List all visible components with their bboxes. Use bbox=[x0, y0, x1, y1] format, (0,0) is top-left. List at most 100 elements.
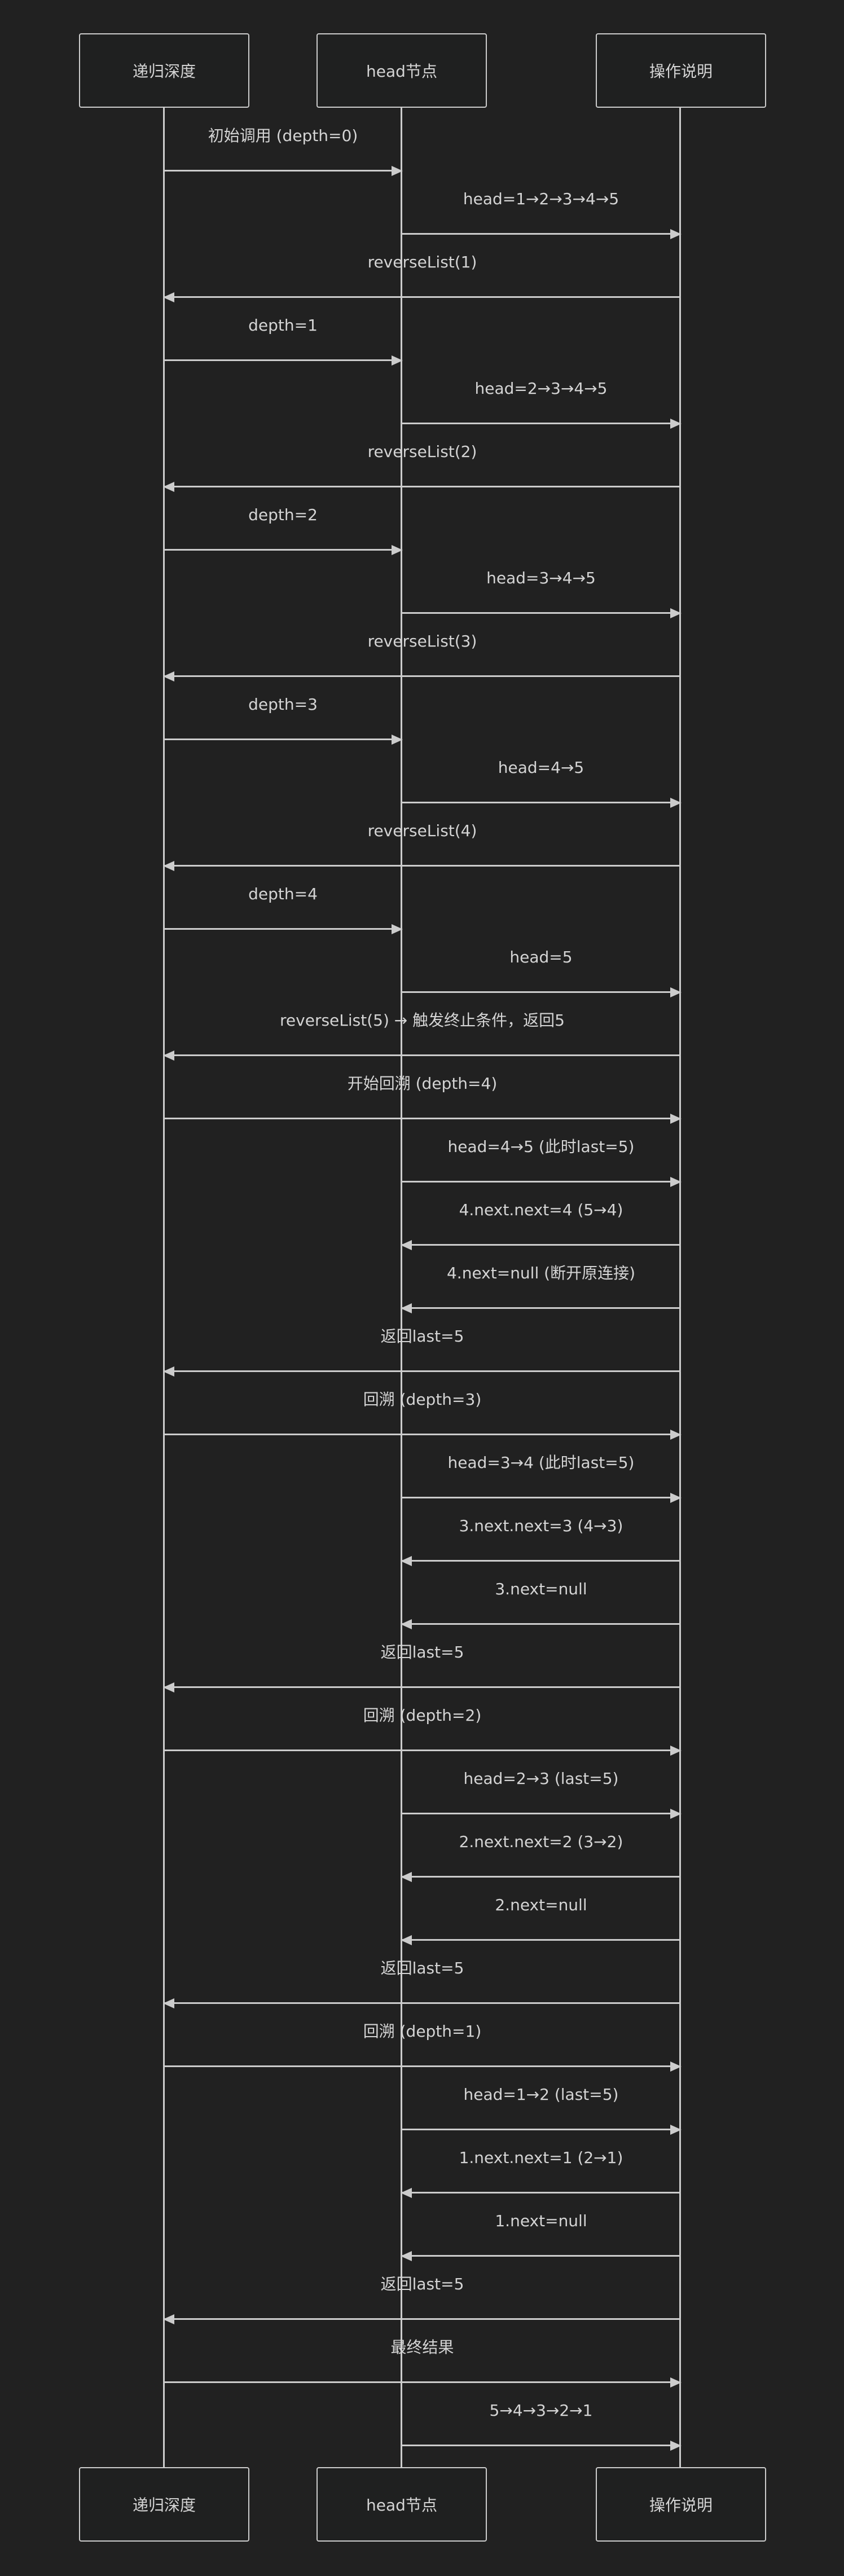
message-label: 回溯 (depth=1) bbox=[363, 2022, 482, 2041]
message-label: 返回last=5 bbox=[380, 1327, 464, 1346]
message-arrow: 1.next=null bbox=[401, 2212, 680, 2261]
message-label: 初始调用 (depth=0) bbox=[208, 126, 358, 145]
message-line bbox=[402, 1876, 680, 1878]
message-arrow: head=3→4→5 bbox=[402, 569, 682, 618]
message-arrow: reverseList(5) → 触发终止条件，返回5 bbox=[163, 1011, 680, 1061]
message-arrow: reverseList(3) bbox=[163, 632, 680, 682]
message-label: 回溯 (depth=2) bbox=[363, 1706, 482, 1725]
message-label: head=2→3→4→5 bbox=[474, 379, 608, 398]
arrow-left-icon bbox=[163, 861, 174, 871]
message-line bbox=[402, 1497, 680, 1498]
message-arrow: head=2→3→4→5 bbox=[402, 379, 682, 429]
arrow-left-icon bbox=[401, 1872, 412, 1882]
message-label: head=3→4 (此时last=5) bbox=[447, 1453, 635, 1472]
lifeline-recursion-depth bbox=[163, 108, 165, 2468]
message-label: 最终结果 bbox=[390, 2338, 454, 2357]
actor-label: 操作说明 bbox=[649, 62, 713, 81]
message-arrow: 回溯 (depth=2) bbox=[164, 1706, 682, 1756]
message-line bbox=[402, 1813, 680, 1814]
message-arrow: 开始回溯 (depth=4) bbox=[164, 1074, 682, 1124]
arrow-left-icon bbox=[401, 1303, 412, 1313]
actor-head-node-bottom: head节点 bbox=[316, 2467, 487, 2542]
message-arrow: head=5 bbox=[402, 948, 682, 997]
message-label: reverseList(1) bbox=[367, 253, 477, 271]
arrow-right-icon bbox=[670, 419, 682, 429]
message-arrow: 4.next=null (断开原连接) bbox=[401, 1264, 680, 1313]
message-line bbox=[402, 1181, 680, 1183]
arrow-left-icon bbox=[163, 1682, 174, 1693]
message-line bbox=[164, 359, 402, 361]
message-label: 4.next.next=4 (5→4) bbox=[459, 1201, 623, 1219]
message-line bbox=[402, 1939, 680, 1941]
message-arrow: 返回last=5 bbox=[163, 1959, 680, 2008]
message-line bbox=[402, 802, 680, 803]
message-line bbox=[164, 2065, 680, 2067]
message-label: 回溯 (depth=3) bbox=[363, 1390, 482, 1409]
message-line bbox=[164, 1054, 680, 1056]
arrow-left-icon bbox=[163, 2314, 174, 2324]
message-arrow: 1.next.next=1 (2→1) bbox=[401, 2148, 680, 2198]
message-label: head=3→4→5 bbox=[486, 569, 596, 587]
actor-head-node-top: head节点 bbox=[316, 33, 487, 108]
message-arrow: 4.next.next=4 (5→4) bbox=[401, 1201, 680, 1250]
message-arrow: head=4→5 bbox=[402, 758, 682, 808]
actor-recursion-depth-bottom: 递归深度 bbox=[79, 2467, 249, 2542]
actor-label: 递归深度 bbox=[132, 62, 196, 81]
message-line bbox=[402, 1623, 680, 1625]
actor-label: 操作说明 bbox=[649, 2496, 713, 2515]
actor-label: head节点 bbox=[366, 2496, 437, 2515]
message-arrow: head=1→2→3→4→5 bbox=[402, 190, 682, 239]
message-label: reverseList(4) bbox=[367, 821, 477, 840]
message-arrow: head=3→4 (此时last=5) bbox=[402, 1453, 682, 1503]
message-label: 5→4→3→2→1 bbox=[489, 2401, 593, 2420]
arrow-right-icon bbox=[670, 1430, 682, 1440]
message-line bbox=[164, 1686, 680, 1688]
message-arrow: depth=4 bbox=[164, 885, 403, 934]
arrow-left-icon bbox=[401, 1935, 412, 1945]
message-line bbox=[402, 2192, 680, 2193]
message-label: reverseList(2) bbox=[367, 442, 477, 461]
arrow-right-icon bbox=[670, 2061, 682, 2072]
message-label: 3.next.next=3 (4→3) bbox=[459, 1516, 623, 1535]
message-label: reverseList(3) bbox=[367, 632, 477, 650]
message-label: head=5 bbox=[509, 948, 573, 966]
message-line bbox=[164, 738, 402, 740]
lifeline-operation-desc bbox=[679, 108, 681, 2468]
message-line bbox=[164, 486, 680, 487]
message-line bbox=[164, 2002, 680, 2004]
message-line bbox=[402, 2129, 680, 2130]
message-label: 2.next.next=2 (3→2) bbox=[459, 1832, 623, 1851]
arrow-left-icon bbox=[401, 1240, 412, 1250]
message-label: 2.next=null bbox=[495, 1896, 587, 1914]
arrow-right-icon bbox=[670, 1746, 682, 1756]
arrow-right-icon bbox=[392, 355, 403, 366]
message-line bbox=[164, 1749, 680, 1751]
message-arrow: 返回last=5 bbox=[163, 2275, 680, 2324]
arrow-right-icon bbox=[392, 166, 403, 176]
message-arrow: depth=2 bbox=[164, 505, 403, 555]
arrow-right-icon bbox=[670, 1177, 682, 1187]
message-line bbox=[402, 1560, 680, 1562]
message-arrow: 2.next.next=2 (3→2) bbox=[401, 1832, 680, 1882]
message-line bbox=[164, 2318, 680, 2320]
message-label: 返回last=5 bbox=[380, 1643, 464, 1661]
message-line bbox=[164, 170, 402, 172]
arrow-left-icon bbox=[401, 2251, 412, 2261]
message-label: head=4→5 (此时last=5) bbox=[447, 1137, 635, 1156]
arrow-left-icon bbox=[163, 1366, 174, 1377]
message-line bbox=[164, 1118, 680, 1119]
arrow-right-icon bbox=[670, 798, 682, 808]
arrow-left-icon bbox=[163, 292, 174, 302]
message-line bbox=[164, 1434, 680, 1435]
arrow-right-icon bbox=[392, 735, 403, 745]
message-line bbox=[164, 928, 402, 930]
message-label: head=1→2→3→4→5 bbox=[463, 190, 619, 208]
message-line bbox=[164, 2381, 680, 2383]
arrow-right-icon bbox=[670, 2377, 682, 2388]
message-label: depth=3 bbox=[248, 695, 318, 714]
message-arrow: 返回last=5 bbox=[163, 1643, 680, 1693]
message-line bbox=[402, 991, 680, 993]
message-line bbox=[164, 865, 680, 867]
actor-label: head节点 bbox=[366, 62, 437, 81]
message-label: 4.next=null (断开原连接) bbox=[446, 1264, 635, 1282]
